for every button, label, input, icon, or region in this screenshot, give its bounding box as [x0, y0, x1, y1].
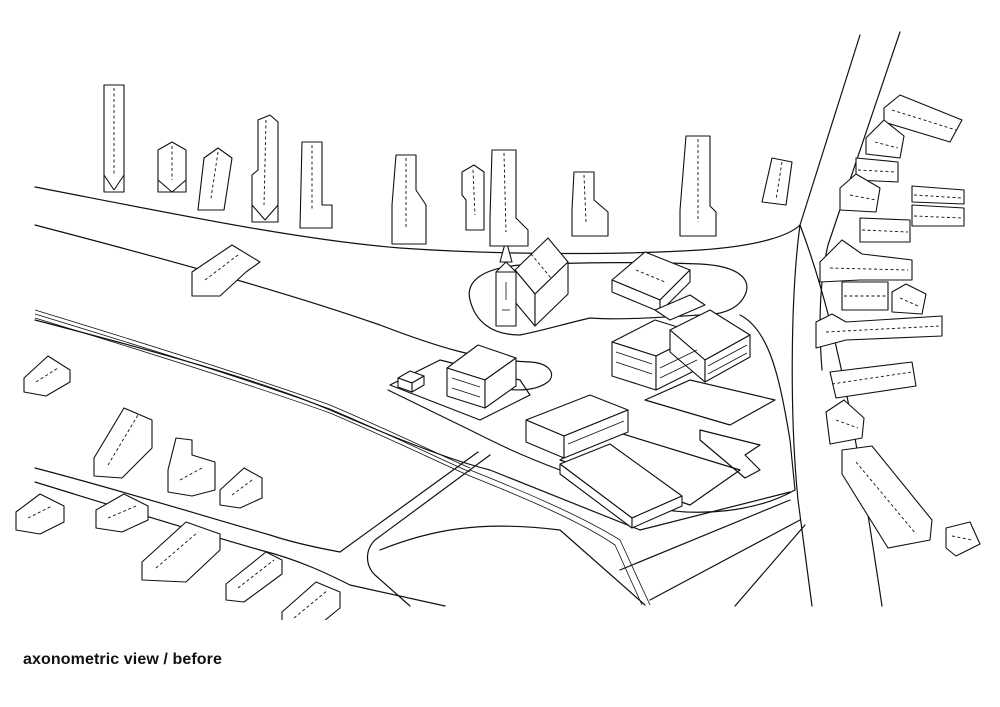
house-w8: [141, 521, 221, 583]
school-complex: [611, 294, 751, 391]
side-lane: [739, 314, 796, 491]
house-n6: [391, 154, 427, 245]
modern-school-block: [525, 394, 629, 459]
road-south-west: [34, 451, 479, 553]
road-south-inner-left: [379, 525, 646, 606]
house-w10: [281, 581, 341, 620]
road-diagonal-north-edge: [34, 224, 553, 391]
house-w2: [23, 355, 71, 397]
road-south-branch: [366, 454, 491, 607]
north-houses: [103, 84, 793, 247]
house-n4: [251, 114, 279, 223]
road-east-edge: [819, 31, 901, 371]
house-n11: [761, 157, 793, 206]
gymnasium: [559, 443, 683, 529]
house-e3: [855, 157, 899, 183]
house-w7: [95, 493, 149, 533]
house-e15: [945, 521, 981, 557]
old-school: [611, 251, 691, 313]
road-east-outer: [799, 224, 883, 607]
west-houses: [15, 244, 341, 620]
house-e6: [911, 204, 965, 227]
school-yard: [644, 379, 776, 479]
road-north: [34, 34, 861, 255]
house-n3: [197, 147, 233, 211]
church: [495, 237, 569, 327]
house-n8: [489, 149, 529, 247]
civic-building: [397, 344, 517, 409]
house-w1: [191, 244, 261, 297]
house-n7: [461, 164, 485, 231]
house-e2: [865, 119, 905, 159]
house-w6: [15, 493, 65, 535]
house-w5: [219, 467, 263, 509]
house-n9: [571, 171, 609, 237]
house-e7: [859, 217, 911, 243]
house-n2: [157, 141, 187, 193]
road-south-inner-right: [619, 499, 806, 607]
house-e4: [839, 173, 881, 213]
house-w3: [93, 407, 153, 479]
house-e10: [891, 283, 927, 315]
house-e13: [825, 399, 865, 445]
east-houses: [815, 94, 981, 557]
house-e11: [815, 313, 943, 349]
axonometric-drawing: [15, 31, 981, 620]
house-e12: [829, 361, 917, 399]
house-e9: [841, 281, 889, 311]
house-w9: [225, 551, 283, 603]
forecourt: [389, 359, 531, 421]
house-w4: [167, 437, 216, 497]
house-n10: [679, 135, 717, 237]
railway: [34, 309, 651, 606]
house-e5: [911, 185, 965, 205]
house-n1: [103, 84, 125, 193]
house-e14: [841, 445, 933, 549]
house-n5: [299, 141, 333, 229]
road-east-inner: [791, 224, 813, 607]
road-network: [34, 31, 901, 607]
drawing-caption: axonometric view / before: [23, 651, 223, 668]
road-south-west-lower: [34, 481, 446, 607]
road-diagonal-lower-2: [34, 319, 791, 531]
house-e8: [819, 239, 913, 283]
